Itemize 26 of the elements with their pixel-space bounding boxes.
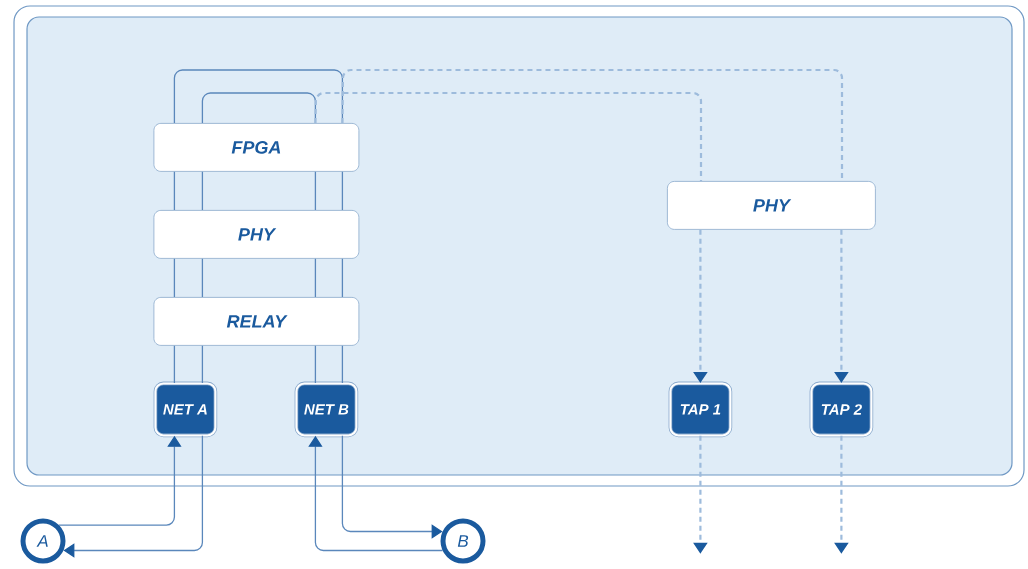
connector-line [341,345,344,384]
connector-line [173,171,176,211]
connector-line [173,69,344,124]
arrow [341,435,443,539]
connector-line [314,345,317,384]
component-box: RELAY [153,297,360,346]
connector-line [341,171,344,211]
connector-line [173,258,176,298]
connector-line [201,92,317,124]
component-box: PHY [153,210,360,259]
port-box: NET B [294,381,359,438]
connector-line [314,258,317,298]
port-box: TAP 1 [668,381,733,438]
connector-line [201,171,204,211]
connector-line [341,68,844,181]
port-box: TAP 2 [809,381,874,438]
port-box: NET A [153,381,218,438]
arrow [63,435,204,558]
connector-line [201,258,204,298]
component-box: FPGA [153,123,360,172]
connector-line [201,345,204,384]
connector-line [314,91,703,181]
connector-line [314,171,317,211]
connector-line [173,345,176,384]
connector-line [341,258,344,298]
component-box: PHY [667,181,876,230]
